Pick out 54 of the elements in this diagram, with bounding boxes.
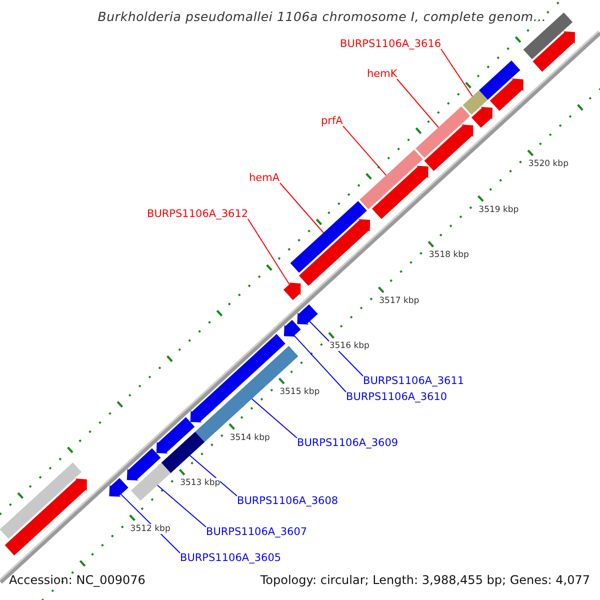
- gene-segment: [284, 320, 301, 337]
- scale-label: 3513 kbp: [180, 478, 220, 488]
- gene-bar: [416, 106, 470, 158]
- gene-bar: [360, 150, 423, 210]
- leader-line: [189, 455, 238, 496]
- leader-line: [156, 484, 206, 528]
- gene-segment: [372, 166, 428, 220]
- footer-text: Accession: NC_009076: [9, 573, 146, 588]
- scale-label: 3518 kbp: [428, 250, 469, 260]
- footer-text: Topology: circular; Length: 3,988,455 bp; Genes: 4,077: [260, 573, 590, 588]
- gene-segment: [109, 478, 128, 497]
- gene-segment: [471, 106, 492, 128]
- gene-label: BURPS1106A_3611: [363, 375, 464, 387]
- scale-label: 3516 kbp: [329, 341, 370, 352]
- gene-label: BURPS1106A_3610: [346, 391, 448, 403]
- gene-segment: [126, 448, 161, 481]
- leader-line: [396, 78, 439, 128]
- leader-line: [251, 398, 298, 438]
- leader-line: [280, 182, 324, 234]
- gene-bar: [479, 60, 520, 100]
- scale-label: 3520 kbp: [528, 158, 568, 169]
- gene-bar: [462, 90, 488, 115]
- gene-bar: [195, 346, 298, 442]
- gene-label: BURPS1106A_3616: [340, 38, 442, 50]
- gene-bar: [131, 462, 171, 501]
- gene-bar: [290, 201, 367, 273]
- scale-label: 3514 kbp: [230, 432, 270, 443]
- gene-label: hemK: [367, 68, 398, 80]
- leader-line: [248, 218, 290, 285]
- gene-label: BURPS1106A_3612: [147, 208, 248, 220]
- gene-segment: [490, 78, 524, 111]
- gene-label: BURPS1106A_3605: [180, 552, 282, 564]
- gene-segment: [298, 219, 370, 286]
- gene-segment: [4, 478, 87, 556]
- gene-segment: [156, 417, 195, 454]
- gene-label: BURPS1106A_3608: [237, 495, 338, 507]
- leader-line: [342, 126, 387, 176]
- gene-segment: [297, 304, 318, 324]
- gene-segment: [532, 31, 575, 72]
- gene-segment: [283, 282, 301, 300]
- gene-label: prfA: [321, 115, 343, 127]
- gene-label: hemA: [249, 172, 280, 184]
- scale-label: 3517 kbp: [379, 296, 420, 306]
- leader-line: [440, 48, 473, 97]
- gene-bar: [0, 462, 82, 539]
- scale-label: 3512 kbp: [130, 524, 170, 534]
- scale-label: 3515 kbp: [280, 386, 320, 397]
- gene-bar: [161, 432, 205, 474]
- scale-label: 3519 kbp: [478, 204, 519, 215]
- title: Burkholderia pseudomallei 1106a chromosome I, complete genom...: [96, 9, 548, 24]
- gene-segment: [424, 124, 474, 172]
- gene-label: BURPS1106A_3607: [206, 526, 308, 538]
- leader-line: [294, 335, 346, 392]
- gene-label: BURPS1106A_3609: [297, 437, 398, 449]
